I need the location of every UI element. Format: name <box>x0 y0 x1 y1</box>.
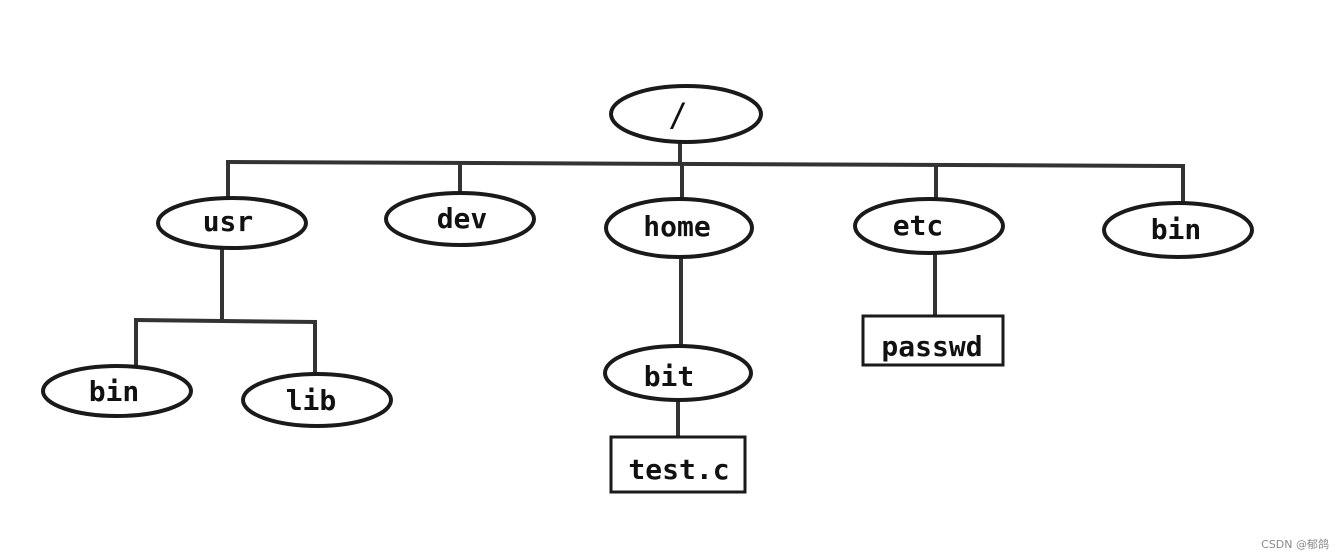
node-root: / <box>609 84 763 144</box>
edge-usr-bus <box>133 317 318 325</box>
node-root-label: / <box>668 96 687 134</box>
node-lib: lib <box>241 372 393 428</box>
node-bin-usr: bin <box>41 364 193 418</box>
node-bin-root-label: bin <box>1151 213 1202 246</box>
node-usr-label: usr <box>203 205 254 238</box>
node-lib-label: lib <box>286 384 337 417</box>
node-passwd-label: passwd <box>881 330 982 363</box>
node-usr: usr <box>156 196 308 250</box>
node-dev-label: dev <box>437 202 488 235</box>
node-bit: bit <box>603 344 753 402</box>
watermark: CSDN @郁鸽 <box>1261 538 1329 551</box>
node-bin-root: bin <box>1102 201 1254 259</box>
node-home-label: home <box>643 210 710 243</box>
edge-root-bus <box>225 159 1186 169</box>
node-test-c-label: test.c <box>628 453 729 486</box>
node-dev: dev <box>384 191 536 247</box>
tree-edges <box>133 140 1186 439</box>
node-bit-label: bit <box>644 360 695 393</box>
node-home: home <box>604 197 754 259</box>
node-etc-label: etc <box>893 209 944 242</box>
node-etc: etc <box>853 197 1005 255</box>
node-test-c: test.c <box>609 435 747 494</box>
node-bin-usr-label: bin <box>89 375 140 408</box>
node-passwd: passwd <box>861 314 1005 367</box>
